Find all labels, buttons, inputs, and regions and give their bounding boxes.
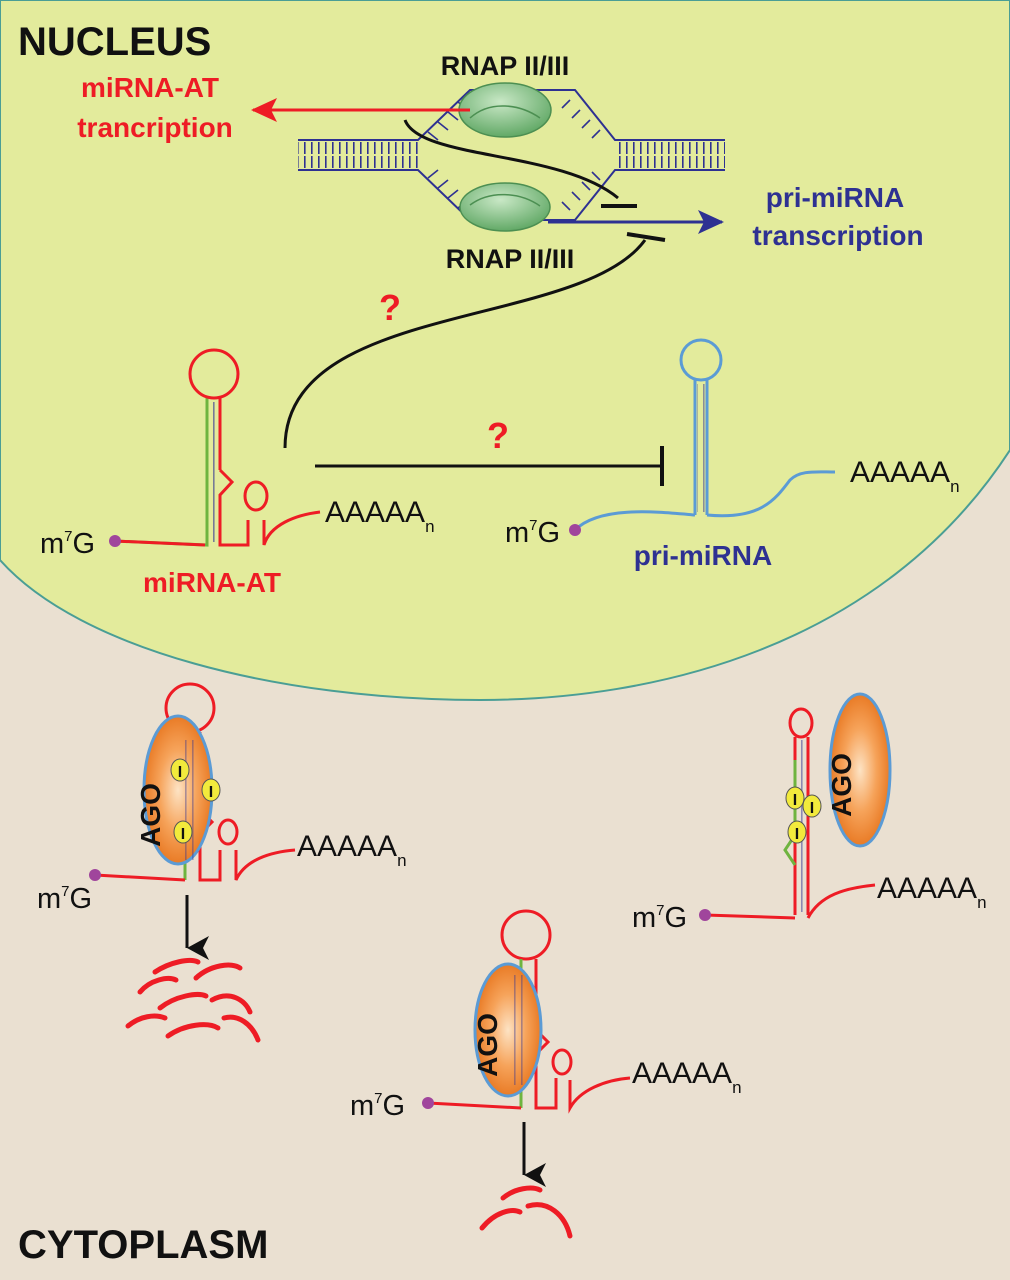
- rna-degradation-fragments-middle: [479, 1185, 573, 1239]
- mirna-at-label: miRNA-AT: [143, 567, 281, 598]
- polya-tail-label-cyto-right: AAAAAn: [877, 872, 987, 912]
- mirna-at-transcription-label-line1: miRNA-AT: [81, 72, 219, 103]
- ago-label-middle: AGO: [472, 1013, 503, 1077]
- inhibitor-mark-left-3: I: [181, 826, 185, 843]
- pri-mirna-molecule: [569, 338, 836, 536]
- pri-mirna-transcription-label-line2: transcription: [752, 220, 923, 251]
- polya-tail-label-cyto-middle: AAAAAn: [632, 1057, 742, 1097]
- mirna-at-ago-complex-right: [699, 692, 892, 921]
- polya-tail-label-cyto-left: AAAAAn: [297, 830, 407, 870]
- rnap-top-polymerase: [458, 82, 552, 138]
- polya-tail-label-pri-mirna: AAAAAn: [850, 456, 960, 496]
- inhibitor-mark-right-1: I: [793, 792, 797, 809]
- inhibition-bar-transcription: [626, 232, 666, 242]
- cytoplasm-label: CYTOPLASM: [18, 1223, 268, 1267]
- rnap-bottom-label: RNAP II/III: [446, 244, 575, 274]
- question-mark-upper: ?: [379, 287, 401, 328]
- m7g-cap-label-nucleus-mirna-at: m7G: [40, 528, 95, 560]
- mirna-at-molecule-nucleus: [109, 348, 321, 547]
- mirna-at-ago-complex-middle: [422, 909, 631, 1114]
- inhibitor-mark-left-1: I: [178, 764, 182, 781]
- inhibitor-mark-right-2: I: [810, 800, 814, 817]
- nucleus-region: [0, 0, 1010, 702]
- polya-tail-label-nucleus-mirna-at: AAAAAn: [325, 496, 435, 536]
- inhibitor-mark-left-2: I: [209, 784, 213, 801]
- inhibitor-mark-right-3: I: [795, 826, 799, 843]
- mirna-at-ago-complex-left: [89, 682, 296, 882]
- transcriptional-interference-arrow: [403, 119, 619, 200]
- mirna-at-to-transcription-inhibition-arrow: [283, 239, 647, 449]
- ago-label-right: AGO: [826, 753, 857, 817]
- rnap-bottom-polymerase: [459, 182, 551, 232]
- m7g-cap-label-cyto-left: m7G: [37, 883, 92, 915]
- pri-mirna-transcription-label-line1: pri-miRNA: [766, 182, 904, 213]
- m7g-cap-label-pri-mirna: m7G: [505, 517, 560, 549]
- rna-degradation-fragments-left: [125, 957, 261, 1043]
- nucleus-label: NUCLEUS: [18, 20, 211, 64]
- ago-label-left: AGO: [135, 783, 166, 847]
- question-mark-lower: ?: [487, 415, 509, 456]
- m7g-cap-label-cyto-middle: m7G: [350, 1090, 405, 1122]
- mirna-at-transcription-label-line2: trancription: [77, 112, 233, 143]
- rnap-top-label: RNAP II/III: [441, 51, 570, 81]
- pri-mirna-label: pri-miRNA: [634, 540, 772, 571]
- m7g-cap-label-cyto-right: m7G: [632, 902, 687, 934]
